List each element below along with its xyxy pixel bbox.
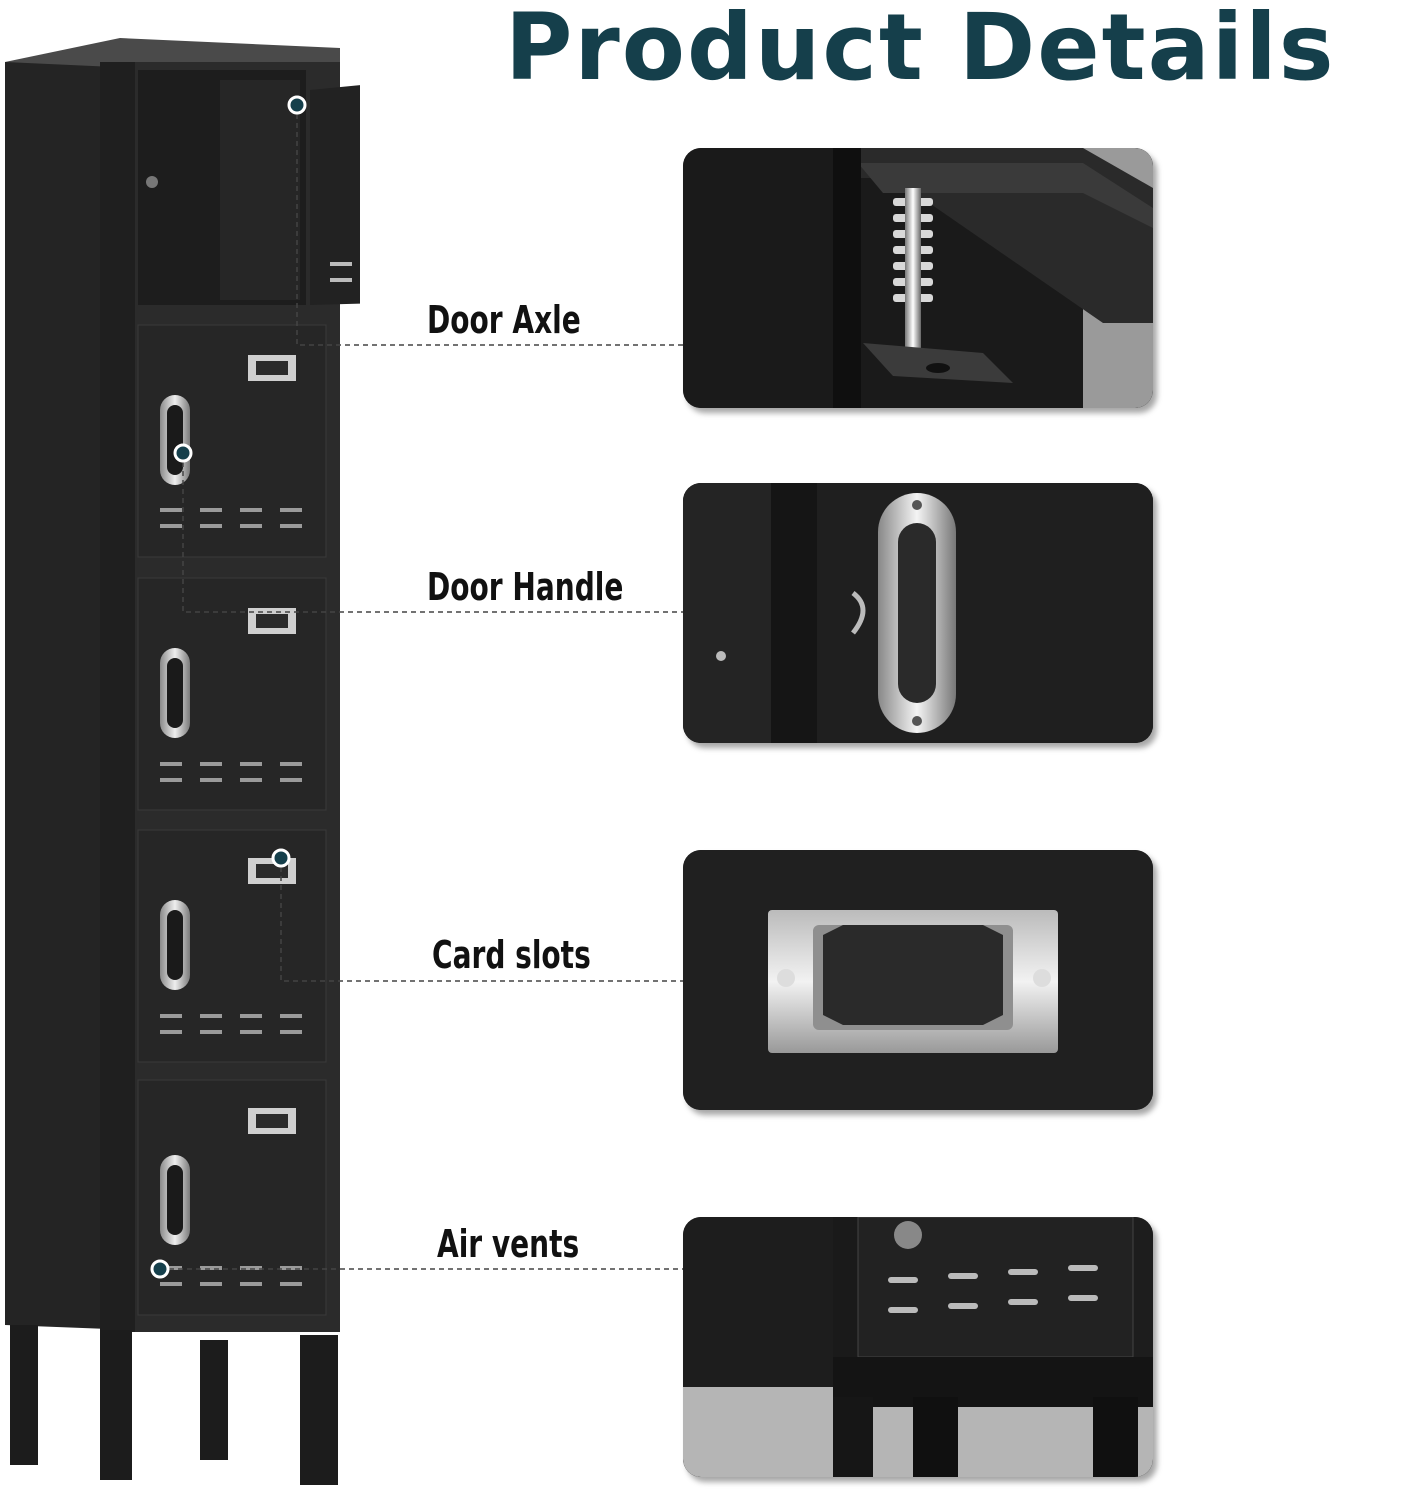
air-vent-icon [683, 1217, 1153, 1477]
card-slot-detail [683, 850, 1153, 1110]
air-vent-detail [683, 1217, 1153, 1477]
door-axle-icon [683, 148, 1153, 408]
locker-illustration [5, 38, 360, 1485]
page-title: Product Details [505, 0, 1336, 101]
door-axle-detail [683, 148, 1153, 408]
card-slot-icon [683, 850, 1153, 1110]
label-card-slots: Card slots [432, 933, 591, 977]
door-handle-icon [683, 483, 1153, 743]
door-handle-detail [683, 483, 1153, 743]
label-air-vents: Air vents [437, 1222, 580, 1266]
label-door-handle: Door Handle [427, 565, 624, 609]
label-door-axle: Door Axle [427, 298, 581, 342]
